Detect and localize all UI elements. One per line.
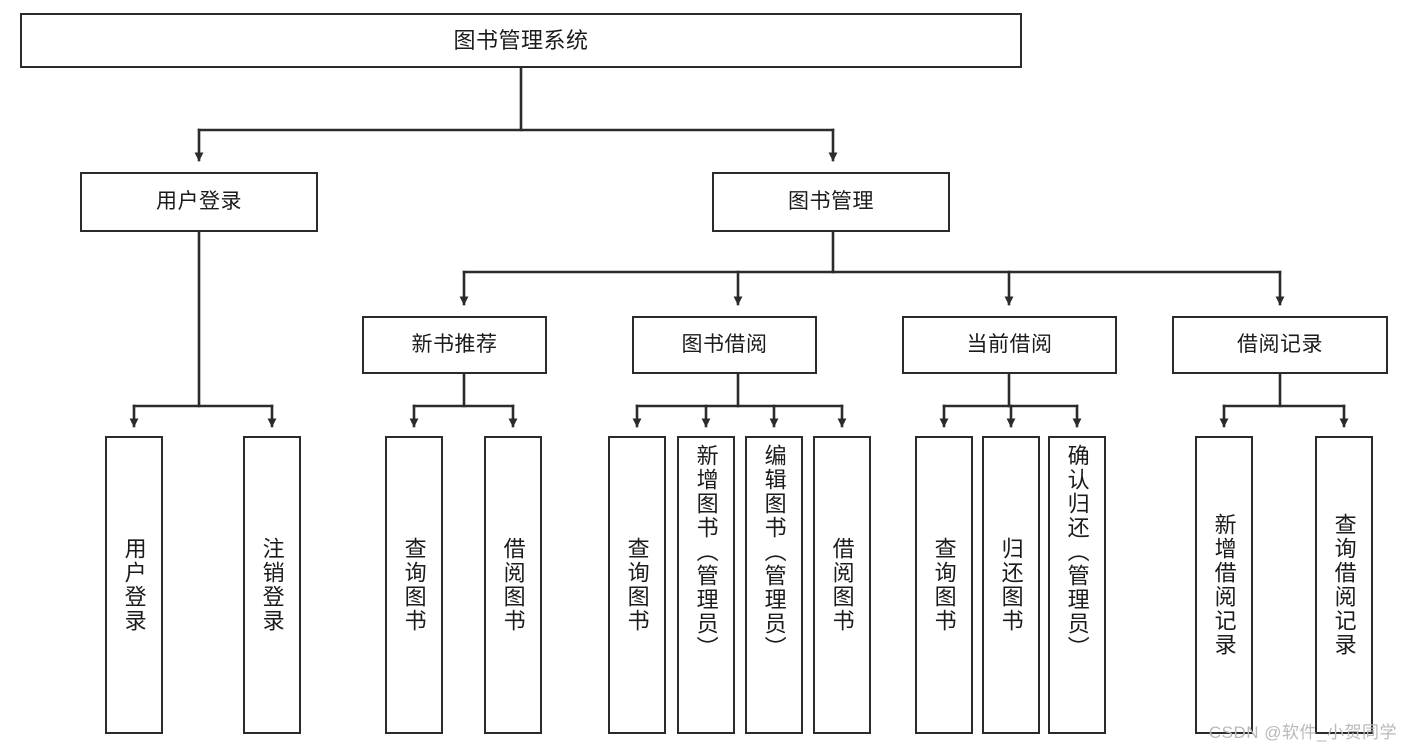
node-book-management[interactable]: 图书管理 <box>712 172 950 232</box>
leaf-borrow-edit-book-admin[interactable]: 编辑图书（管理员） <box>745 436 803 734</box>
leaf-borrow-query-book-inner: 查询图书 <box>610 438 664 732</box>
leaf-user-login-label: 用户登录 <box>121 537 147 633</box>
leaf-record-add-record-inner: 新增借阅记录 <box>1197 438 1251 732</box>
leaf-record-query-record-inner: 查询借阅记录 <box>1317 438 1371 732</box>
leaf-current-return-book[interactable]: 归还图书 <box>982 436 1040 734</box>
leaf-newbook-query-book[interactable]: 查询图书 <box>385 436 443 734</box>
leaf-current-confirm-return-admin[interactable]: 确认归还（管理员） <box>1048 436 1106 734</box>
leaf-newbook-borrow-book-inner: 借阅图书 <box>486 438 540 732</box>
leaf-current-confirm-return-admin-inner: 确认归还（管理员） <box>1050 438 1104 738</box>
leaf-newbook-query-book-inner: 查询图书 <box>387 438 441 732</box>
node-new-book-recommend-label: 新书推荐 <box>411 332 498 356</box>
leaf-borrow-edit-book-admin-inner: 编辑图书（管理员） <box>747 438 801 738</box>
leaf-current-query-book[interactable]: 查询图书 <box>915 436 973 734</box>
node-root[interactable]: 图书管理系统 <box>20 13 1022 68</box>
node-current-borrow[interactable]: 当前借阅 <box>902 316 1117 374</box>
leaf-borrow-add-book-admin-label: 新增图书（管理员） <box>693 444 719 660</box>
leaf-user-login-inner: 用户登录 <box>107 438 161 732</box>
leaf-borrow-add-book-admin-inner: 新增图书（管理员） <box>679 438 733 738</box>
leaf-borrow-lend-book-inner: 借阅图书 <box>815 438 869 732</box>
node-root-label: 图书管理系统 <box>453 27 589 53</box>
leaf-user-logout-label: 注销登录 <box>259 537 285 633</box>
leaf-current-return-book-inner: 归还图书 <box>984 438 1038 732</box>
node-current-borrow-label: 当前借阅 <box>966 332 1053 356</box>
leaf-newbook-query-book-label: 查询图书 <box>401 537 427 633</box>
leaf-borrow-query-book-label: 查询图书 <box>624 537 650 633</box>
node-new-book-recommend[interactable]: 新书推荐 <box>362 316 547 374</box>
leaf-user-logout-inner: 注销登录 <box>245 438 299 732</box>
leaf-record-add-record[interactable]: 新增借阅记录 <box>1195 436 1253 734</box>
node-borrow-record-label: 借阅记录 <box>1237 332 1323 356</box>
leaf-record-add-record-label: 新增借阅记录 <box>1211 513 1237 657</box>
leaf-user-login[interactable]: 用户登录 <box>105 436 163 734</box>
leaf-borrow-lend-book-label: 借阅图书 <box>829 537 855 633</box>
node-book-borrow[interactable]: 图书借阅 <box>632 316 817 374</box>
leaf-current-return-book-label: 归还图书 <box>998 537 1024 633</box>
leaf-newbook-borrow-book[interactable]: 借阅图书 <box>484 436 542 734</box>
leaf-record-query-record[interactable]: 查询借阅记录 <box>1315 436 1373 734</box>
node-book-borrow-label: 图书借阅 <box>681 332 768 356</box>
leaf-borrow-lend-book[interactable]: 借阅图书 <box>813 436 871 734</box>
leaf-borrow-query-book[interactable]: 查询图书 <box>608 436 666 734</box>
leaf-borrow-edit-book-admin-label: 编辑图书（管理员） <box>761 444 787 660</box>
leaf-user-logout[interactable]: 注销登录 <box>243 436 301 734</box>
leaf-newbook-borrow-book-label: 借阅图书 <box>500 537 526 633</box>
node-user-login[interactable]: 用户登录 <box>80 172 318 232</box>
leaf-current-query-book-inner: 查询图书 <box>917 438 971 732</box>
watermark-text: CSDN @软件_小贺同学 <box>1208 723 1397 742</box>
leaf-current-query-book-label: 查询图书 <box>931 537 957 633</box>
leaf-current-confirm-return-admin-label: 确认归还（管理员） <box>1064 444 1090 660</box>
node-book-management-label: 图书管理 <box>788 189 874 213</box>
leaf-record-query-record-label: 查询借阅记录 <box>1331 513 1357 657</box>
node-borrow-record[interactable]: 借阅记录 <box>1172 316 1388 374</box>
leaf-borrow-add-book-admin[interactable]: 新增图书（管理员） <box>677 436 735 734</box>
node-user-login-label: 用户登录 <box>156 189 242 213</box>
